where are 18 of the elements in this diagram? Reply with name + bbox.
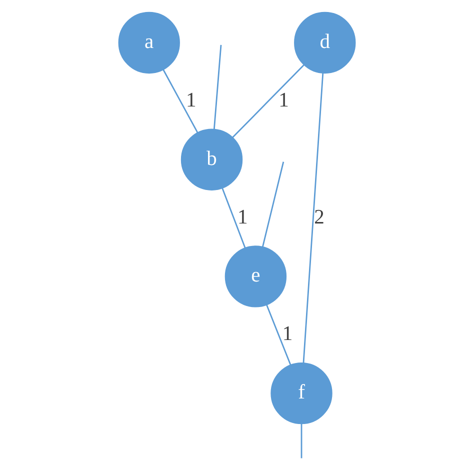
node-circle: b xyxy=(180,128,243,190)
edge-label: 1 xyxy=(282,323,293,346)
connector xyxy=(302,73,324,363)
connector xyxy=(222,188,246,248)
edge-label: 1 xyxy=(186,89,196,112)
edge-label: 1 xyxy=(278,89,289,112)
edge-label: 1 xyxy=(237,206,248,228)
connector xyxy=(213,44,222,130)
connector xyxy=(232,64,304,138)
node-circle: a xyxy=(118,12,180,74)
node-circle: f xyxy=(270,362,332,424)
edge-label: 2 xyxy=(314,206,324,228)
connector xyxy=(300,424,302,458)
node-circle: e xyxy=(224,246,287,308)
connector xyxy=(162,69,198,133)
connector xyxy=(266,304,292,365)
node-circle: d xyxy=(294,12,356,74)
connector xyxy=(262,162,284,247)
